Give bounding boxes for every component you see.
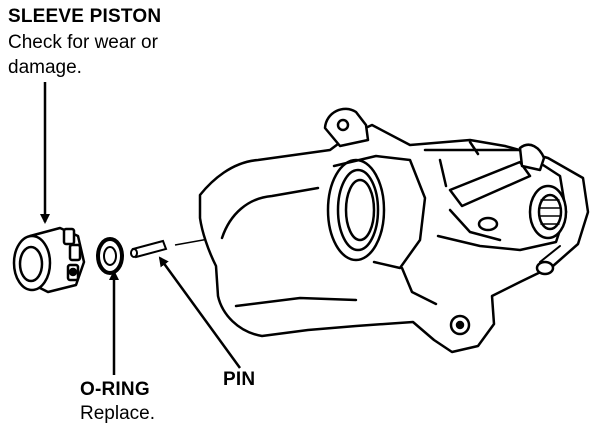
caliper-body [198,107,590,354]
pin-arrow [158,256,242,369]
o-ring-part [96,237,124,275]
sleeve-piston-note-line1: Check for wear or [8,32,158,53]
o-ring-note: Replace. [80,403,155,424]
pin-part [130,239,168,259]
sleeve-piston-note-line2: damage. [8,57,82,78]
sleeve-piston-title: SLEEVE PISTON [8,6,162,27]
sleeve-piston-part [12,226,86,294]
pin-title: PIN [223,369,256,390]
o-ring-title: O-RING [80,379,150,400]
